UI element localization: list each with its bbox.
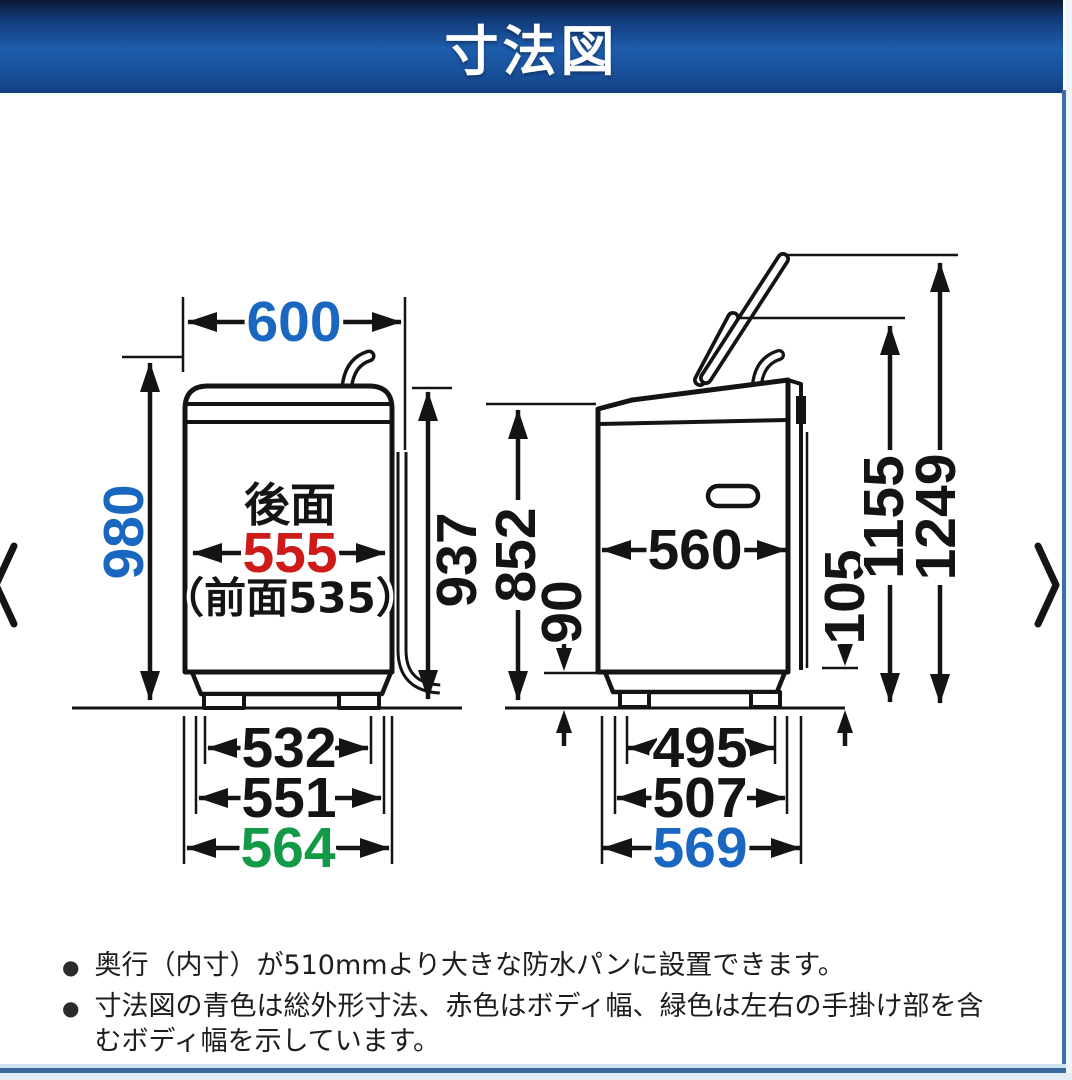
dim-side-feet-depth: 495 <box>652 716 747 780</box>
footnote-1-text: 奥行（内寸）が510mmより大きな防水パンに設置できます。 <box>94 950 845 981</box>
chevron-right-icon <box>1034 542 1060 628</box>
side-view-drawing <box>595 252 809 709</box>
dim-side-body-height: 852 <box>484 507 548 602</box>
footnotes: ● 奥行（内寸）が510mmより大きな防水パンに設置できます。 ● 寸法図の青色… <box>62 948 1007 1065</box>
dimension-arrows <box>140 262 950 858</box>
dim-rear-body-width: 555 <box>242 521 337 585</box>
extension-lines <box>72 253 958 864</box>
bullet-icon: ● <box>62 995 80 1020</box>
card-bottom-gap <box>0 1073 1072 1080</box>
carousel-next-button[interactable] <box>1034 542 1060 628</box>
dim-front-body-height: 937 <box>425 512 489 607</box>
dim-side-rear-clearance: 105 <box>813 549 877 644</box>
page-header: 寸法図 <box>0 0 1063 96</box>
rear-face-label: 後面 <box>244 478 336 532</box>
page-title: 寸法図 <box>444 20 619 83</box>
dim-side-base-depth: 507 <box>652 766 747 830</box>
bullet-icon: ● <box>62 955 80 979</box>
card-bottom-highlight <box>0 1064 1066 1068</box>
dim-side-total-depth: 569 <box>652 816 747 880</box>
dim-front-feet-width: 532 <box>241 716 336 780</box>
footnote-2: ● 寸法図の青色は総外形寸法、赤色はボディ幅、緑色は左右の手掛け部を含むボディ幅… <box>62 989 1007 1060</box>
card-bottom-edge-line <box>0 1068 1066 1073</box>
dim-side-bottom-clearance: 90 <box>530 580 594 643</box>
dim-side-body-depth: 560 <box>647 518 742 582</box>
chevron-left-icon <box>0 542 18 628</box>
carousel-prev-button[interactable] <box>0 542 18 628</box>
dim-front-total-width: 600 <box>246 290 341 354</box>
card-right-gap <box>1066 0 1072 1080</box>
dim-lid-open-height-total: 1249 <box>904 454 968 581</box>
footnote-1: ● 奥行（内寸）が510mmより大きな防水パンに設置できます。 <box>62 948 1007 984</box>
dim-lid-open-height-inner: 1155 <box>852 455 916 579</box>
dim-front-total-height: 980 <box>92 484 156 579</box>
footnote-2-text: 寸法図の青色は総外形寸法、赤色はボディ幅、緑色は左右の手掛け部を含むボディ幅を示… <box>94 990 984 1058</box>
dim-front-base-width: 551 <box>241 766 336 830</box>
dim-front-grip-width: 564 <box>240 816 335 880</box>
card-right-edge-line <box>1062 90 1066 1072</box>
front-width-note: （前面535） <box>162 574 418 623</box>
